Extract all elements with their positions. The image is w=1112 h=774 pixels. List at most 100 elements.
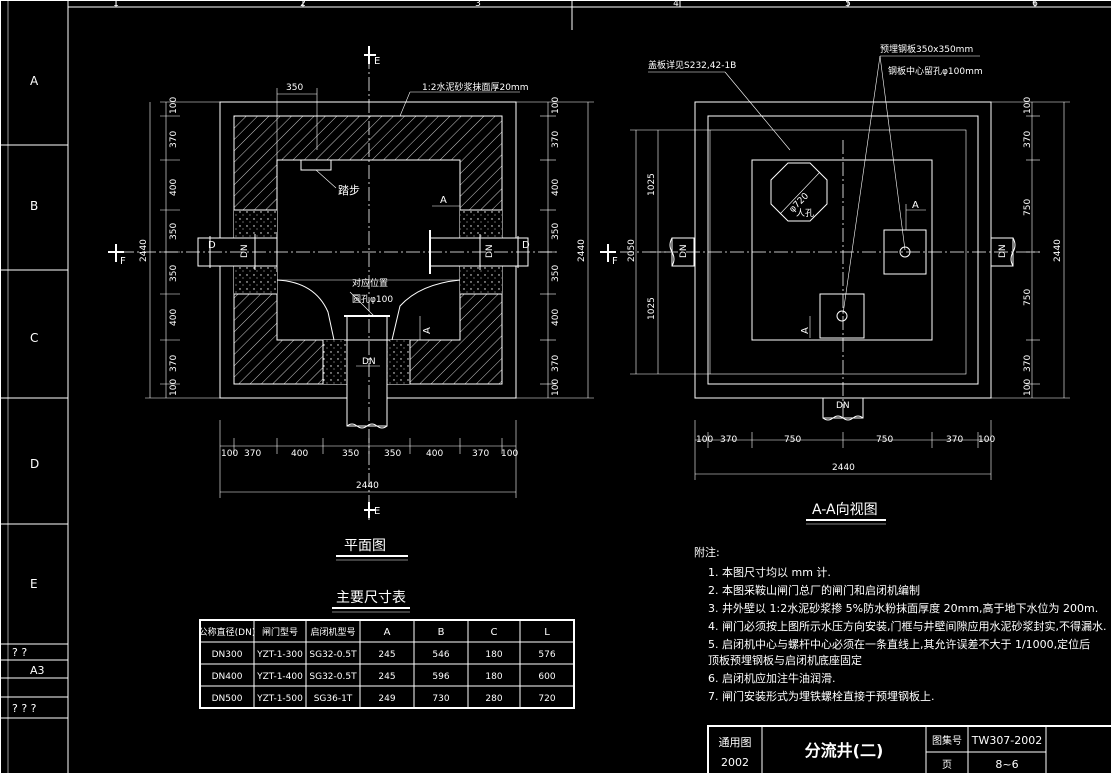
row-letter-b: B — [30, 199, 38, 213]
view-bottom-dim-6: 100 — [978, 435, 995, 445]
row-letter-d: D — [30, 457, 39, 471]
col-number-5: 5 — [845, 0, 851, 9]
view-cover-note: 盖板详见S232,42-1B — [648, 59, 736, 71]
table-cell: 596 — [432, 672, 449, 682]
view-left-total: 2050 — [627, 239, 637, 262]
table-cell: 180 — [485, 650, 502, 660]
note-1: 1. 本图尺寸均以 mm 计. — [708, 565, 831, 579]
plan-left-dim-3: 400 — [169, 179, 179, 196]
table-cell: DN400 — [212, 672, 243, 682]
plan-bottom-dim-7: 370 — [472, 449, 489, 459]
view-manhole-label: 人孔 — [796, 208, 814, 219]
view-bottom-dim-5: 370 — [946, 435, 963, 445]
margin-mark-1: ? ? — [12, 646, 27, 659]
plan-section-e-top: E — [374, 56, 380, 67]
plan-right-dim-7: 370 — [551, 355, 561, 372]
table-cell: YZT-1-400 — [256, 672, 303, 682]
plan-ladder-label: 踏步 — [338, 183, 360, 197]
col-number-1: 1 — [113, 0, 119, 9]
plan-weir-center: 对应位置 — [352, 277, 388, 289]
plan-bottom-dim-5: 350 — [384, 449, 401, 459]
table-cell: 720 — [538, 694, 555, 704]
view-embed-note: 预埋钢板350x350mm — [880, 43, 973, 55]
plan-bottom-total: 2440 — [356, 481, 379, 491]
table-cell: YZT-1-500 — [256, 694, 303, 704]
view-bottom-dim-3: 750 — [784, 435, 801, 445]
table-cell: 576 — [538, 650, 555, 660]
table-cell: 180 — [485, 672, 502, 682]
plan-left-dim-8: 100 — [169, 379, 179, 396]
notes-title: 附注: — [694, 545, 720, 559]
plan-left-dim-2: 370 — [169, 131, 179, 148]
note-4: 4. 闸门必须按上图所示水压方向安装,门框与井壁间隙应用水泥砂浆封实,不得漏水. — [708, 619, 1106, 633]
notes: 附注: 1. 本图尺寸均以 mm 计. 2. 本图采鞍山闸门总厂的闸门和启闭机编… — [694, 545, 1106, 703]
table-header-b: B — [438, 627, 445, 638]
note-5: 5. 启闭机中心与螺杆中心必须在一条直线上,其允许误差不大于 1/1000,定位… — [708, 637, 1090, 651]
plan-title: 平面图 — [344, 538, 386, 554]
table-header-a: A — [384, 627, 391, 638]
plan-left-dim-6: 400 — [169, 309, 179, 326]
table-header-l: L — [544, 627, 550, 638]
plan-bottom-dim-6: 400 — [426, 449, 443, 459]
plan-left-dim-4: 350 — [169, 223, 179, 240]
col-number-3: 3 — [475, 0, 481, 9]
view-hole-note: 钢板中心留孔φ100mm — [888, 65, 983, 77]
note-3: 3. 井外壁以 1:2水泥砂浆掺 5%防水粉抹面厚度 20mm,高于地下水位为 … — [708, 601, 1098, 615]
table-row: DN300 YZT-1-300 SG32-0.5T 245 546 180 57… — [212, 650, 556, 660]
table-cell: 245 — [378, 672, 395, 682]
table-header-c: C — [491, 627, 498, 638]
plan-dn-left: DN — [240, 244, 250, 258]
table-cell: 249 — [378, 694, 395, 704]
plan-section-e-bottom: E — [374, 506, 380, 517]
view-left-dim-1: 1025 — [647, 173, 657, 196]
view-bottom-dim-1: 100 — [696, 435, 713, 445]
table-header-hoist: 启闭机型号 — [310, 626, 355, 638]
plan-right-dim-2: 370 — [551, 131, 561, 148]
view-dn-right: DN — [998, 244, 1008, 258]
plan-view: E E F D D DN DN DN A A 踏步 对应位置 圆孔φ100 1:… — [108, 46, 594, 561]
col-number-6: 6 — [1032, 0, 1038, 9]
titleblock-page-label: 页 — [942, 759, 952, 771]
note-6: 6. 启闭机应加注牛油润滑. — [708, 671, 836, 685]
view-right-total: 2440 — [1053, 239, 1063, 262]
titleblock-no-label: 图集号 — [932, 734, 962, 747]
plan-right-dim-1: 100 — [551, 97, 561, 114]
view-title: A-A向视图 — [812, 502, 878, 518]
view-right-dim-2: 370 — [1023, 131, 1033, 148]
plan-right-dim-3: 400 — [551, 179, 561, 196]
table-header-gate: 闸门型号 — [262, 626, 298, 638]
plan-left-dim-5: 350 — [169, 265, 179, 282]
table-cell: SG32-0.5T — [309, 650, 357, 660]
dimension-table: 主要尺寸表 公称直径(DN) 闸门型号 启闭机型号 A B C L DN300 … — [199, 590, 575, 709]
margin-mark-3: ? ? ? — [12, 702, 37, 715]
view-dn-left: DN — [679, 244, 689, 258]
view-bottom-dim-4: 750 — [876, 435, 893, 445]
plan-right-dim-8: 100 — [551, 379, 561, 396]
plan-bottom-dim-1: 100 — [221, 449, 238, 459]
plan-right-dim-6: 400 — [551, 309, 561, 326]
col-number-2: 2 — [300, 0, 306, 9]
table-cell: DN500 — [212, 694, 243, 704]
plan-right-total: 2440 — [577, 239, 587, 262]
view-right-dim-4: 750 — [1023, 289, 1033, 306]
margin-mark-2: A3 — [30, 664, 45, 677]
plan-right-dim-4: 350 — [551, 223, 561, 240]
plan-pipe-d-right: D — [522, 240, 530, 251]
table-cell: 600 — [538, 672, 555, 682]
view-left-dim-2: 1025 — [647, 297, 657, 320]
view-a-1: A — [912, 200, 919, 211]
plan-dn-right: DN — [485, 244, 495, 258]
plan-a-bottom: A — [422, 327, 433, 334]
table-cell: 245 — [378, 650, 395, 660]
col-number-4: 4 — [673, 0, 679, 9]
table-cell: 280 — [485, 694, 502, 704]
table-cell: 546 — [432, 650, 449, 660]
plan-bottom-dim-3: 400 — [291, 449, 308, 459]
view-bottom-total: 2440 — [832, 463, 855, 473]
view-right-dim-6: 100 — [1023, 379, 1033, 396]
table-header-dn: 公称直径(DN) — [199, 626, 256, 638]
aa-view: φ720 人孔 A A DN DN DN F 盖板详见S232,42-1B — [600, 43, 1070, 525]
view-right-dim-3: 750 — [1023, 199, 1033, 216]
table-cell: DN300 — [212, 650, 243, 660]
